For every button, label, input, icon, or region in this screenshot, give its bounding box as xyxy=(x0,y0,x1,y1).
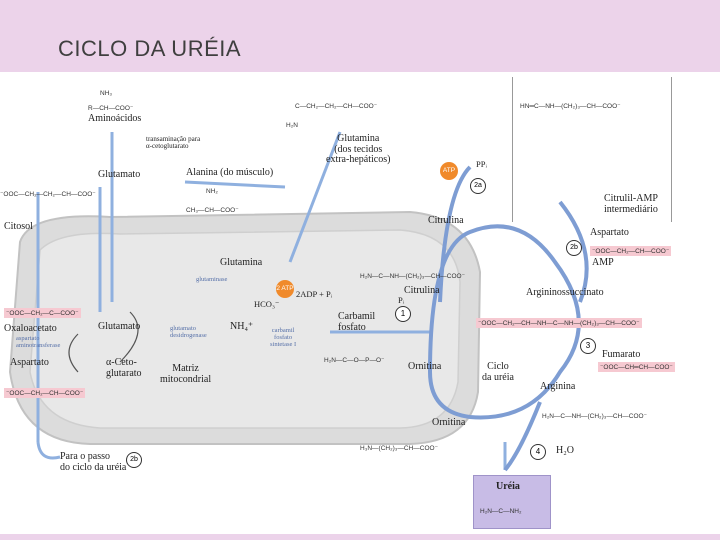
glutamato-formula: ⁻OOC—CH₂—CH₂—CH—COO⁻ xyxy=(0,191,96,198)
citrulina-top-label: Citrulina xyxy=(428,215,464,226)
arrow-passo xyxy=(36,441,61,460)
urea-cycle-diagram: NH₃ R—CH—COO⁻ Aminoácidos transaminação … xyxy=(0,72,720,534)
asp-right-formula: ⁻OOC—CH₂—CH—COO⁻ xyxy=(590,246,672,256)
ureia-formula: H₂N—C—NH₂ xyxy=(480,508,522,515)
urea-cycle-loop xyxy=(428,224,581,420)
glutaminase-label: glutaminase xyxy=(196,276,228,283)
step-2a: 2a xyxy=(470,178,486,194)
ppi-label: PPᵢ xyxy=(476,159,487,169)
matriz-label: Matriz mitocondrial xyxy=(160,363,212,385)
citrulil-formula: HN═C—NH—(CH₂)₃—CH—COO⁻ xyxy=(520,103,621,110)
citosol-label: Citosol xyxy=(4,221,33,232)
citrulina-mid-label: Citrulina xyxy=(404,285,440,296)
passo-label: Para o passo do ciclo da uréia xyxy=(60,451,127,473)
aminoacid-formula: R—CH—COO⁻ xyxy=(88,105,134,112)
ornitina-mid-label: Ornitina xyxy=(408,361,442,372)
arrow-glutamina-down xyxy=(288,131,342,263)
fumarato-label: Fumarato xyxy=(602,349,641,360)
step-4: 4 xyxy=(530,444,546,460)
arrow-citrulil-down xyxy=(558,200,589,303)
aspartato-aminotransferase: aspartato aminotransferase xyxy=(16,335,61,349)
arginina-label: Arginina xyxy=(540,381,576,392)
carbamil-sintetase-label: carbamil fosfato sintetase I xyxy=(270,327,297,348)
ornitina-low-label: Ornitina xyxy=(432,417,466,428)
glutamina-label: Glutamina xyxy=(220,257,263,268)
ureia-label: Uréia xyxy=(496,481,520,492)
matrix-cycle-2 xyxy=(68,333,79,373)
matrix-cycle xyxy=(119,311,139,363)
aspartato-right-label: Aspartato xyxy=(590,227,629,238)
urea-box: Uréia H₂N—C—NH₂ xyxy=(473,475,551,529)
atp2-badge: 2 ATP xyxy=(276,280,294,298)
arrow-arginine-down xyxy=(503,401,542,472)
pi-label: Pᵢ xyxy=(398,295,405,305)
citrulina-formula: H₂N—C—NH—(CH₂)₃—CH—COO⁻ xyxy=(360,273,466,280)
passo-step-ref: 2b xyxy=(126,452,142,468)
carbamil-fosfato-label: Carbamil fosfato xyxy=(338,311,376,333)
carbamil-formula: H₂N—C—O—P—O⁻ xyxy=(324,357,385,364)
oxaloacetato-label: Oxaloacetato xyxy=(4,323,57,334)
adp-label: 2ADP + Pᵢ xyxy=(296,289,333,299)
arrow-alanina xyxy=(184,180,286,189)
glutamato-desidrogenase: glutamato desidrogenase xyxy=(170,325,207,339)
nh3-label: NH₃ xyxy=(100,90,113,97)
argsucc-formula: ⁻OOC—CH₂—CH—NH—C—NH—(CH₂)₃—CH—COO⁻ xyxy=(476,318,642,328)
citrulil-amp-inset xyxy=(512,77,672,222)
cetoglutarato-label: α-Ceto- glutarato xyxy=(106,357,142,379)
h2o-label: H₂O xyxy=(556,445,574,456)
aminoacidos-label: Aminoácidos xyxy=(88,113,142,124)
fumarato-formula: ⁻OOC—CH═CH—COO⁻ xyxy=(598,362,675,372)
hco3-label: HCO₃⁻ xyxy=(254,299,280,309)
nh4-label: NH₄⁺ xyxy=(230,321,254,332)
atp-badge: ATP xyxy=(440,162,458,180)
amp-label: AMP xyxy=(592,257,614,268)
alanina-formula: CH₃—CH—COO⁻ xyxy=(186,207,239,214)
ornitina-formula: H₃N—(CH₂)₃—CH—COO⁻ xyxy=(360,445,439,452)
citrulil-amp-label: Citrulil-AMP intermediário xyxy=(604,193,658,215)
glutamato-matrix-label: Glutamato xyxy=(98,321,141,332)
glutamina-formula: C—CH₂—CH₂—CH—COO⁻ xyxy=(295,103,378,110)
step-3: 3 xyxy=(580,338,596,354)
aspartato-left-label: Aspartato xyxy=(10,357,49,368)
slide-title: CICLO DA URÉIA xyxy=(58,36,242,61)
arrow-to-citrulina xyxy=(438,165,472,303)
transaminacao-label: transaminação para α-cetoglutarato xyxy=(146,135,201,151)
oxaloacetato-formula: ⁻OOC—CH₂—C—COO⁻ xyxy=(4,308,81,318)
step-2b: 2b xyxy=(566,240,582,256)
step-1: 1 xyxy=(395,306,411,322)
glutamina-h2n: H₂N xyxy=(286,122,298,129)
arginina-formula: H₂N—C—NH—(CH₂)₃—CH—COO⁻ xyxy=(542,413,648,420)
mitochondrion-inner xyxy=(29,229,461,429)
argininossuccinato-label: Argininossuccinato xyxy=(526,287,604,298)
diagram-graphics xyxy=(8,131,589,472)
alanina-nh2: NH₂ xyxy=(206,188,218,195)
aspartato-formula: ⁻OOC—CH₂—CH—COO⁻ xyxy=(4,388,86,398)
ciclo-label: Ciclo da uréia xyxy=(482,361,514,383)
glutamato-top-label: Glutamato xyxy=(98,169,141,180)
glutamina-tecidos-label: Glutamina (dos tecidos extra-hepáticos) xyxy=(326,133,391,165)
alanina-label: Alanina (do músculo) xyxy=(186,167,274,178)
